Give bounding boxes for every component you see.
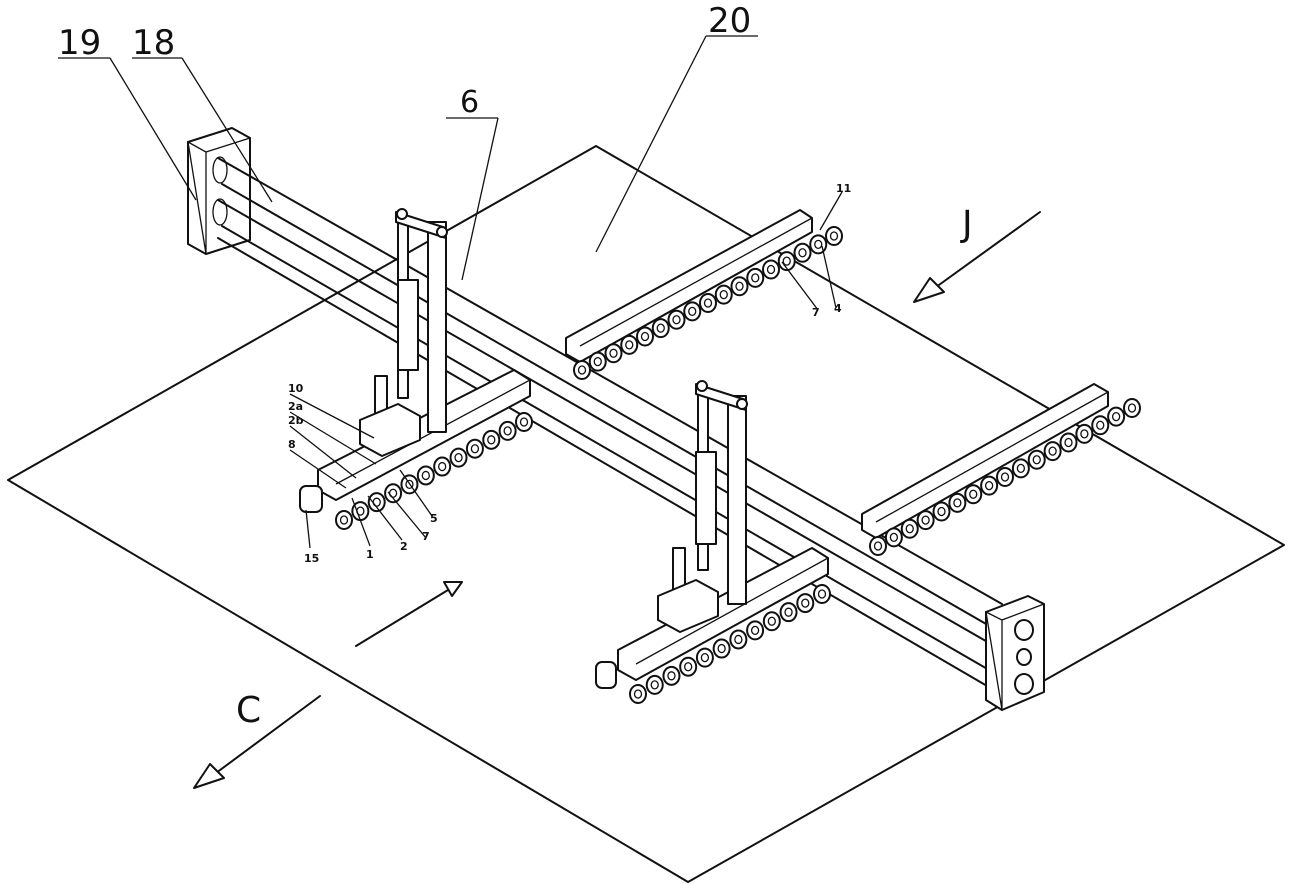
roller-wheel xyxy=(700,294,716,312)
label-15: 15 xyxy=(304,552,319,565)
roller-wheel xyxy=(418,466,434,484)
roller-wheel xyxy=(764,612,780,630)
roller-wheel xyxy=(814,585,830,603)
label-2: 2 xyxy=(400,540,408,553)
roller-wheel xyxy=(981,477,997,495)
roller-wheel xyxy=(1108,408,1124,426)
roller-wheel xyxy=(606,344,622,362)
label-6: 6 xyxy=(460,85,479,120)
roller-wheel xyxy=(965,485,981,503)
label-10: 10 xyxy=(288,382,304,395)
roller-wheel xyxy=(621,336,637,354)
label-5: 5 xyxy=(430,512,438,525)
roller-rail-rear-right xyxy=(566,210,812,362)
label-11: 11 xyxy=(836,182,851,195)
gantry-end-block-rear xyxy=(188,128,250,254)
roller-wheel xyxy=(763,261,779,279)
roller-wheel xyxy=(467,440,483,458)
label-7-right: 7 xyxy=(812,306,820,319)
roller-wheel xyxy=(997,468,1013,486)
label-1: 1 xyxy=(366,548,374,561)
roller-wheel xyxy=(1061,434,1077,452)
roller-wheel xyxy=(716,286,732,304)
roller-wheel xyxy=(483,431,499,449)
roller-wheel xyxy=(647,676,663,694)
roller-wheel xyxy=(934,503,950,521)
direction-label-c: C xyxy=(236,690,261,731)
roller-wheel xyxy=(434,458,450,476)
roller-wheel xyxy=(684,302,700,320)
roller-wheel xyxy=(732,277,748,295)
roller-wheel xyxy=(637,328,653,346)
roller-wheel xyxy=(747,621,763,639)
roller-wheel xyxy=(1013,459,1029,477)
label-19: 19 xyxy=(58,23,101,63)
lift-column-front xyxy=(658,381,747,632)
roller-wheel xyxy=(714,640,730,658)
roller-wheel xyxy=(1045,442,1061,460)
base-plate xyxy=(8,146,1284,882)
roller-wheel xyxy=(1124,399,1140,417)
roller-wheel xyxy=(385,484,401,502)
label-2b: 2b xyxy=(288,414,304,427)
label-18: 18 xyxy=(132,23,175,63)
roller-wheel xyxy=(918,511,934,529)
roller-wheel xyxy=(630,685,646,703)
roller-wheel xyxy=(902,520,918,538)
roller-wheel xyxy=(886,528,902,546)
roller-wheel xyxy=(1092,416,1108,434)
roller-wheel xyxy=(590,353,606,371)
direction-arrow-j xyxy=(914,212,1040,302)
roller-wheel xyxy=(1076,425,1092,443)
label-4: 4 xyxy=(834,302,842,315)
roller-wheel xyxy=(826,227,842,245)
roller-wheel xyxy=(500,422,516,440)
roller-wheel xyxy=(336,511,352,529)
roller-wheel xyxy=(574,361,590,379)
roller-wheel xyxy=(669,311,685,329)
roller-wheel xyxy=(653,319,669,337)
roller-wheel xyxy=(1029,451,1045,469)
roller-wheel xyxy=(369,493,385,511)
direction-label-j: J xyxy=(960,204,973,245)
roller-wheel xyxy=(451,449,467,467)
gantry-end-block-front xyxy=(986,596,1044,710)
feed-arrow-middle xyxy=(356,582,462,646)
roller-rail-right xyxy=(862,384,1108,538)
roller-wheel xyxy=(680,658,696,676)
label-20: 20 xyxy=(708,1,751,41)
roller-wheel xyxy=(516,413,532,431)
roller-wheel xyxy=(810,235,826,253)
roller-wheel xyxy=(747,269,763,287)
label-7-left: 7 xyxy=(422,530,430,543)
gantry-beams xyxy=(213,157,1002,690)
label-8: 8 xyxy=(288,438,296,451)
roller-wheel xyxy=(797,594,813,612)
roller-wheel xyxy=(697,649,713,667)
label-2a: 2a xyxy=(288,400,303,413)
roller-wheel xyxy=(870,537,886,555)
roller-wheel xyxy=(730,630,746,648)
roller-wheel xyxy=(949,494,965,512)
roller-wheel xyxy=(781,603,797,621)
roller-wheel xyxy=(795,244,811,262)
roller-wheel xyxy=(663,667,679,685)
